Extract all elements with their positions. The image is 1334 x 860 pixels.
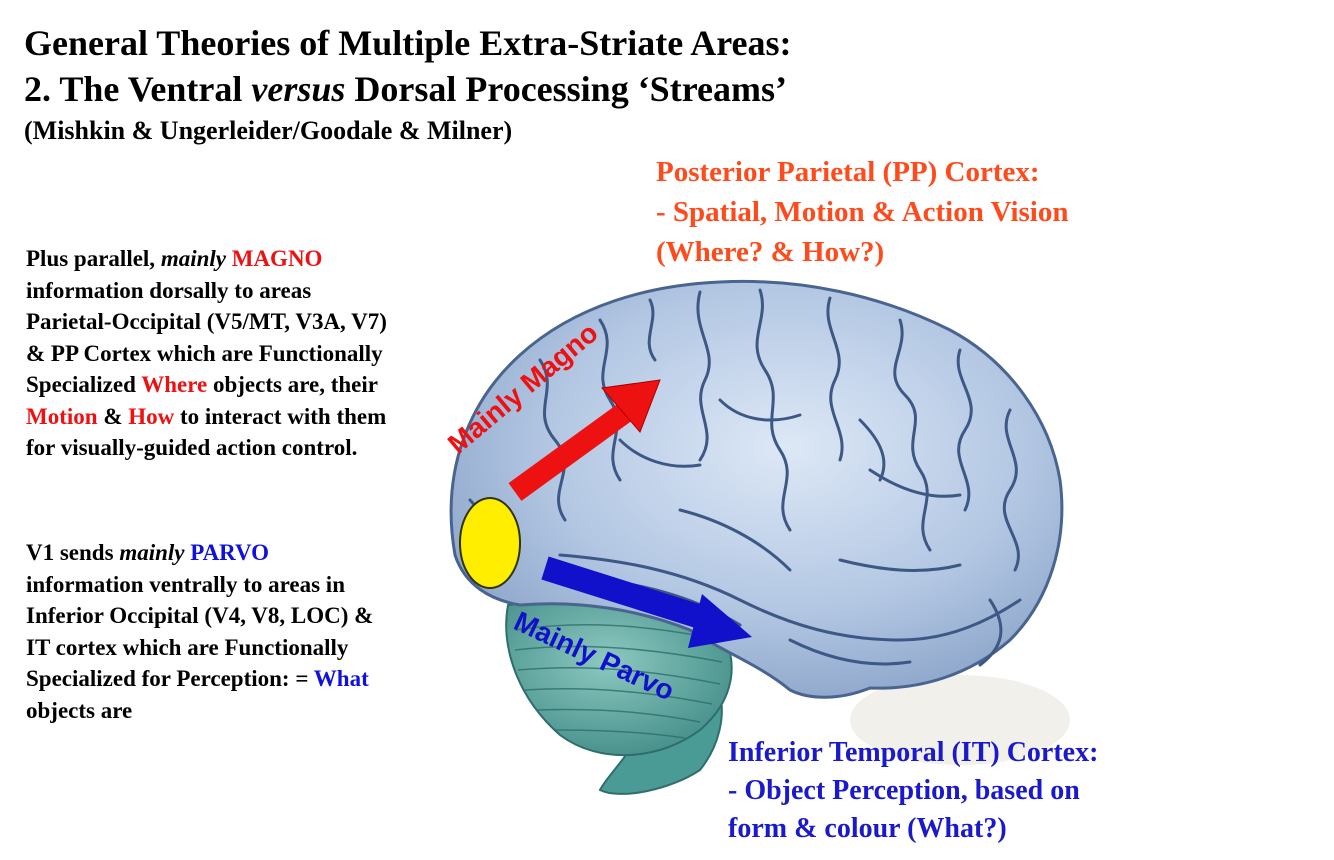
motion-highlight: Motion <box>26 404 98 429</box>
ventral-line-3: Inferior Occipital (V4, V8, LOC) & <box>26 600 373 632</box>
dorsal-line-5-text: Specialized <box>26 372 141 397</box>
it-label-function: - Object Perception, based on <box>728 771 1080 810</box>
it-label-question: form & colour (What?) <box>728 809 1007 848</box>
dorsal-line-1-text: Plus parallel, <box>26 246 161 271</box>
ventral-line-4: IT cortex which are Functionally <box>26 632 373 664</box>
how-highlight: How <box>128 404 174 429</box>
ventral-line-5-text: Specialized for Perception: = <box>26 666 314 691</box>
ventral-line-2: information ventrally to areas in <box>26 569 373 601</box>
ventral-line-5: Specialized for Perception: = What <box>26 663 373 695</box>
dorsal-line-4: & PP Cortex which are Functionally <box>26 338 387 370</box>
dorsal-line-7: for visually-guided action control. <box>26 432 387 464</box>
parvo-highlight: PARVO <box>190 540 269 565</box>
ventral-line-1-emphasis: mainly <box>119 540 184 565</box>
dorsal-line-6-mid: & <box>98 404 129 429</box>
ventral-line-1: V1 sends mainly PARVO <box>26 537 373 569</box>
it-label-heading: Inferior Temporal (IT) Cortex: <box>728 733 1098 772</box>
v1-marker <box>460 498 520 588</box>
pp-label-question: (Where? & How?) <box>656 232 884 272</box>
title-line-2-start: 2. The Ventral <box>24 69 251 109</box>
pp-label-heading: Posterior Parietal (PP) Cortex: <box>656 152 1040 192</box>
ventral-stream-description: V1 sends mainly PARVO information ventra… <box>26 537 373 726</box>
dorsal-stream-description: Plus parallel, mainly MAGNO information … <box>26 243 387 464</box>
title-line-2-emphasis: versus <box>251 69 345 109</box>
title-line-2: 2. The Ventral versus Dorsal Processing … <box>24 68 787 110</box>
dorsal-line-1: Plus parallel, mainly MAGNO <box>26 243 387 275</box>
where-highlight: Where <box>141 372 207 397</box>
title-authors: (Mishkin & Ungerleider/Goodale & Milner) <box>24 116 512 146</box>
dorsal-line-3: Parietal-Occipital (V5/MT, V3A, V7) <box>26 306 387 338</box>
dorsal-line-5: Specialized Where objects are, their <box>26 369 387 401</box>
ventral-line-1-text: V1 sends <box>26 540 119 565</box>
dorsal-line-1-emphasis: mainly <box>161 246 226 271</box>
title-line-1: General Theories of Multiple Extra-Stria… <box>24 22 792 64</box>
dorsal-line-6: Motion & How to interact with them <box>26 401 387 433</box>
what-highlight: What <box>314 666 369 691</box>
ventral-line-6: objects are <box>26 695 373 727</box>
title-line-2-end: Dorsal Processing ‘Streams’ <box>345 69 787 109</box>
dorsal-line-5-end: objects are, their <box>207 372 378 397</box>
pp-label-function: - Spatial, Motion & Action Vision <box>656 192 1069 232</box>
dorsal-line-6-end: to interact with them <box>174 404 386 429</box>
magno-highlight: MAGNO <box>232 246 323 271</box>
dorsal-line-2: information dorsally to areas <box>26 275 387 307</box>
